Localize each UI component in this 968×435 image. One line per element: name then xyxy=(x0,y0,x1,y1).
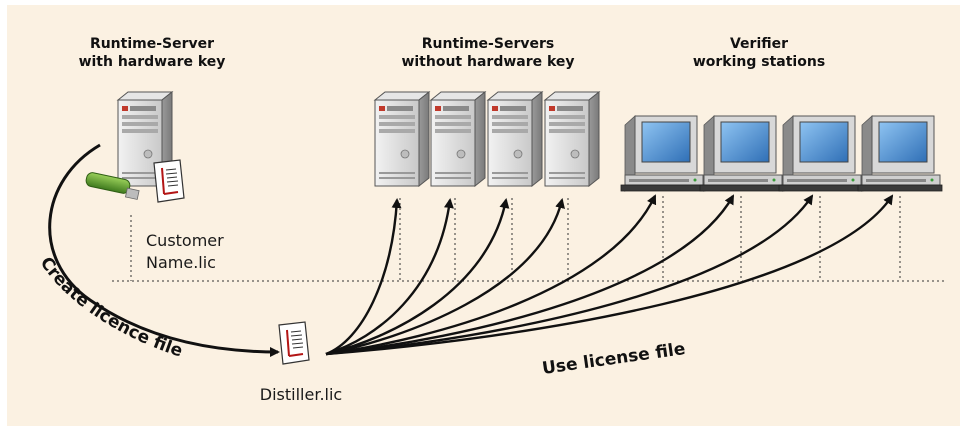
runtime-server-nokey-2 xyxy=(430,91,486,187)
customer-license-document-icon xyxy=(153,159,185,203)
runtime-server-nokey-1 xyxy=(374,91,430,187)
runtime-server-nokey-4 xyxy=(544,91,600,187)
arrow-to-server-3 xyxy=(325,198,510,356)
arrow-to-server-2 xyxy=(325,198,454,356)
runtime-server-nokey-3 xyxy=(487,91,543,187)
heading-verifier-line2: working stations xyxy=(693,54,825,70)
heading-runtime-server-key-line1: Runtime-Server xyxy=(90,36,214,52)
heading-runtime-servers-nokey-line2: without hardware key xyxy=(401,54,574,70)
distiller-file-label: Distiller.lic xyxy=(260,385,342,404)
heading-runtime-servers-nokey-line1: Runtime-Servers xyxy=(422,36,554,52)
verifier-workstation-1 xyxy=(620,115,706,192)
arrow-to-workstation-1 xyxy=(325,194,657,356)
create-license-arrow xyxy=(48,143,280,357)
verifier-workstation-4 xyxy=(857,115,943,192)
usb-hardware-key-icon xyxy=(85,172,140,200)
customer-file-label-line1: Customer xyxy=(146,231,224,250)
verifier-workstation-2 xyxy=(699,115,785,192)
heading-verifier-line1: Verifier xyxy=(730,36,788,52)
customer-file-label-line2: Name.lic xyxy=(146,253,216,272)
arrow-to-workstation-4 xyxy=(325,194,894,356)
distiller-license-document-icon xyxy=(278,321,310,365)
arrow-to-workstation-2 xyxy=(325,194,735,356)
verifier-workstation-3 xyxy=(778,115,864,192)
arrow-to-server-1 xyxy=(325,198,402,356)
use-license-arrows xyxy=(325,194,894,356)
use-license-label: Use license file xyxy=(541,339,687,379)
heading-runtime-server-key-line2: with hardware key xyxy=(79,54,226,70)
arrow-to-server-4 xyxy=(325,198,565,356)
arrow-to-workstation-3 xyxy=(325,194,814,356)
dotted-connectors xyxy=(112,196,945,282)
diagram-background xyxy=(7,5,960,426)
